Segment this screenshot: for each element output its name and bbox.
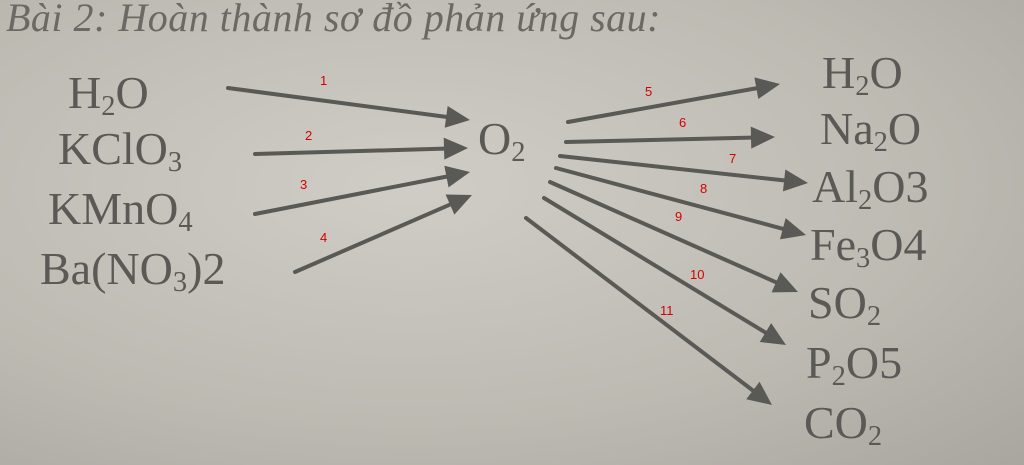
product-al2o3: Al2O3 — [812, 161, 929, 217]
arrow-head-8 — [779, 218, 806, 240]
reaction-number-9: 9 — [675, 209, 683, 224]
reaction-number-2: 2 — [305, 128, 313, 143]
product-fe3o4: Fe3O4 — [810, 219, 927, 275]
exercise-title: Bài 2: Hoàn thành sơ đồ phản ứng sau: — [6, 0, 661, 40]
product-na2o: Na2O — [820, 103, 922, 159]
reactant-h2o: H2O — [68, 67, 149, 123]
arrow-line-4 — [293, 202, 452, 274]
arrow-head-2 — [443, 137, 468, 160]
product-h2o: H2O — [822, 47, 903, 103]
reactant-kmno4: KMnO4 — [48, 183, 193, 239]
reaction-number-11: 11 — [660, 303, 674, 318]
arrow-head-9 — [771, 272, 798, 293]
arrow-head-6 — [750, 126, 775, 149]
reactant-kclo3: KClO3 — [58, 123, 183, 179]
reaction-number-3: 3 — [300, 177, 308, 192]
product-co2: CO2 — [804, 397, 883, 453]
arrow-line-6 — [564, 135, 754, 144]
arrow-line-7 — [558, 154, 787, 183]
product-p2o5: P2O5 — [806, 337, 903, 393]
reactant-bano32: Ba(NO3)2 — [40, 243, 226, 299]
arrow-line-3 — [253, 174, 449, 216]
arrow-line-2 — [253, 146, 447, 156]
reaction-number-10: 10 — [690, 267, 705, 282]
reaction-number-6: 6 — [679, 115, 687, 130]
arrow-head-7 — [782, 169, 808, 192]
arrow-head-3 — [444, 165, 470, 188]
reaction-number-5: 5 — [645, 84, 653, 99]
reaction-number-4: 4 — [320, 230, 328, 245]
arrow-head-11 — [746, 381, 772, 405]
arrow-head-10 — [759, 323, 786, 345]
arrow-head-4 — [445, 194, 472, 215]
arrow-line-10 — [542, 196, 768, 335]
reaction-number-1: 1 — [320, 73, 328, 88]
arrow-line-9 — [548, 180, 779, 285]
arrow-line-11 — [524, 216, 755, 393]
arrow-head-5 — [754, 77, 780, 100]
arrow-line-5 — [566, 86, 759, 124]
center-o2: O2 — [478, 113, 526, 169]
product-so2: SO2 — [808, 277, 882, 333]
arrow-line-1 — [226, 86, 449, 119]
arrow-line-8 — [554, 166, 785, 231]
reaction-number-7: 7 — [729, 151, 737, 166]
reaction-number-8: 8 — [700, 181, 708, 196]
arrow-head-1 — [444, 105, 470, 128]
